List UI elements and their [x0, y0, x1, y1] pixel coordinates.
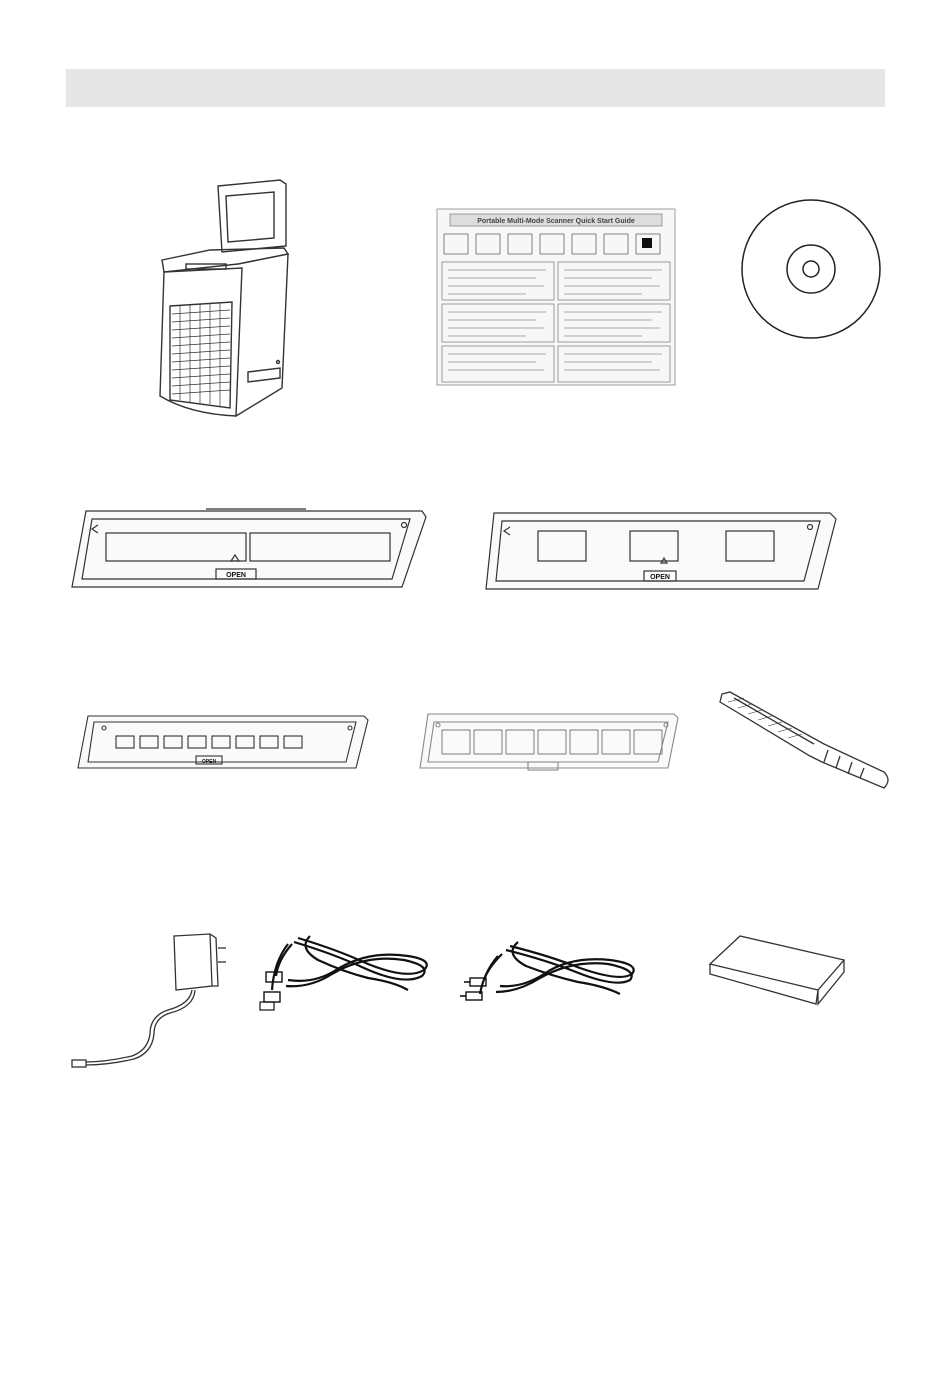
plug-icon	[66, 928, 232, 1074]
section-header-bar	[66, 69, 885, 107]
guide-title: Portable Multi-Mode Scanner Quick Start …	[477, 218, 635, 225]
software-cd-illustration	[739, 197, 883, 341]
usb-cable-icon	[258, 930, 434, 1016]
battery-icon	[706, 932, 848, 1010]
holder-icon: OPEN	[74, 712, 370, 776]
battery-pack-illustration	[706, 932, 848, 1010]
photo-holder-large-illustration: OPEN	[66, 503, 430, 603]
film-holder-110-illustration: OPEN	[74, 712, 370, 776]
film-holder-135-illustration	[416, 710, 680, 776]
ac-adapter-illustration	[66, 928, 232, 1074]
scanner-icon	[150, 176, 290, 422]
tv-cable-illustration	[460, 938, 640, 1016]
quick-start-guide-illustration: Portable Multi-Mode Scanner Quick Start …	[436, 208, 676, 386]
document-icon: Portable Multi-Mode Scanner Quick Start …	[436, 208, 676, 386]
av-cable-icon	[460, 938, 640, 1016]
brush-icon	[714, 688, 894, 792]
holder-logo-text: OPEN	[202, 759, 217, 765]
cd-icon	[739, 197, 883, 341]
usb-cable-illustration	[258, 930, 434, 1016]
film-scanner-illustration	[150, 176, 290, 422]
holder-logo-text: OPEN	[650, 574, 670, 581]
holder-logo-text: OPEN	[226, 572, 246, 579]
holder-icon: OPEN	[66, 503, 430, 603]
slide-holder-illustration: OPEN	[480, 505, 844, 605]
holder-icon: OPEN	[480, 505, 844, 605]
cleaning-brush-illustration	[714, 688, 894, 792]
holder-icon	[416, 710, 680, 776]
